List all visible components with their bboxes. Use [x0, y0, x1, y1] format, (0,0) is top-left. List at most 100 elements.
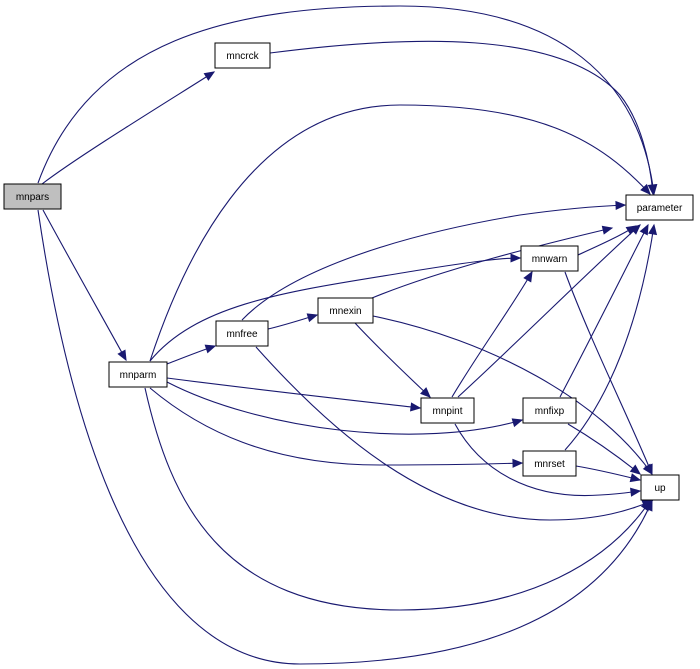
node-mnparm[interactable]: mnparm	[108, 361, 168, 388]
node-label: up	[654, 483, 666, 494]
edge-line	[144, 387, 651, 611]
edge-line	[166, 377, 421, 409]
arrowhead	[523, 270, 533, 283]
edge-mnparm-to-mnfree	[166, 344, 217, 365]
node-box[interactable]	[625, 194, 694, 221]
node-box[interactable]	[3, 183, 62, 210]
node-box[interactable]	[108, 361, 168, 388]
node-box[interactable]	[520, 245, 579, 272]
edge-mnfixp-to-up	[567, 423, 642, 475]
edge-line	[149, 104, 651, 362]
node-mnfree[interactable]: mnfree	[215, 320, 269, 347]
arrowhead	[629, 473, 642, 483]
edge-line	[241, 204, 626, 321]
node-box[interactable]	[317, 297, 374, 324]
node-mnpars[interactable]: mnpars	[3, 183, 62, 210]
edge-mncrck-to-parameter	[269, 40, 657, 196]
node-label: mnpint	[432, 406, 462, 417]
arrowhead	[644, 463, 653, 476]
edge-line	[37, 209, 653, 665]
edge-mnexin-to-mnpint	[354, 322, 431, 398]
nodes-layer: mnpars mncrck parameter mnparm mnfree mnexin m…	[3, 42, 694, 501]
edge-mnpint-to-mnwarn	[451, 270, 533, 398]
edge-line	[41, 71, 215, 185]
edge-mnparm-to-mnrset	[149, 387, 524, 468]
node-up[interactable]: up	[640, 474, 680, 501]
edge-line	[255, 346, 653, 521]
node-label: mnfree	[226, 329, 258, 340]
edge-line	[457, 224, 641, 398]
edge-line	[451, 271, 533, 398]
node-label: mnwarn	[532, 254, 568, 265]
node-box[interactable]	[640, 474, 680, 501]
edges-layer	[37, 5, 658, 665]
node-box[interactable]	[214, 42, 271, 69]
node-label: mnexin	[329, 306, 361, 317]
arrowhead	[410, 402, 422, 412]
arrowhead	[629, 464, 642, 475]
edge-mnexin-to-parameter	[371, 225, 614, 299]
arrowhead	[629, 224, 641, 235]
node-label: mnfixp	[535, 406, 565, 417]
edge-mnexin-to-up	[372, 315, 653, 476]
edge-mnparm-to-mnpint	[166, 377, 422, 412]
node-box[interactable]	[215, 320, 269, 347]
node-mncrck[interactable]: mncrck	[214, 42, 271, 69]
edge-mnrset-to-up	[575, 465, 642, 483]
edge-mnparm-to-parameter	[149, 104, 651, 362]
edge-line	[149, 257, 521, 362]
arrowhead	[630, 487, 642, 497]
node-mnrset[interactable]: mnrset	[522, 450, 577, 477]
arrowhead	[510, 253, 522, 263]
node-mnwarn[interactable]: mnwarn	[520, 245, 579, 272]
node-mnpint[interactable]: mnpint	[420, 397, 475, 424]
edge-line	[149, 387, 523, 466]
arrowhead	[641, 500, 654, 509]
node-mnfixp[interactable]: mnfixp	[522, 397, 577, 424]
node-label: mncrck	[226, 51, 259, 62]
edge-line	[372, 315, 653, 475]
arrowhead	[647, 184, 657, 196]
node-label: parameter	[637, 203, 683, 214]
arrowhead	[615, 200, 627, 210]
arrowhead	[420, 387, 431, 398]
edge-line	[575, 465, 641, 481]
edge-mnfree-to-mnexin	[267, 313, 319, 330]
node-box[interactable]	[522, 450, 577, 477]
edge-line	[42, 209, 127, 361]
arrowhead	[203, 71, 216, 81]
edge-mnrset-to-parameter	[564, 223, 658, 451]
arrowhead	[640, 183, 651, 195]
arrowhead	[306, 313, 319, 323]
arrowhead	[648, 223, 658, 236]
arrowhead	[511, 418, 524, 428]
arrowhead	[117, 349, 127, 362]
edge-mnpint-to-parameter	[457, 224, 641, 398]
edge-mnfixp-to-parameter	[559, 223, 649, 398]
arrowhead	[204, 344, 217, 354]
arrowhead	[601, 225, 614, 235]
node-label: mnpars	[16, 192, 49, 203]
edge-mnfree-to-parameter	[241, 200, 627, 321]
arrowhead	[512, 458, 524, 468]
node-box[interactable]	[420, 397, 475, 424]
edge-mnpars-to-mncrck	[41, 71, 216, 185]
edge-mnpars-to-up	[37, 209, 653, 665]
node-label: mnrset	[534, 459, 565, 470]
edge-line	[37, 5, 655, 195]
edge-line	[354, 322, 431, 398]
node-parameter[interactable]: parameter	[625, 194, 694, 221]
node-mnexin[interactable]: mnexin	[317, 297, 374, 324]
node-box[interactable]	[522, 397, 577, 424]
edge-line	[564, 271, 653, 475]
edge-mnpars-to-mnparm	[42, 209, 127, 362]
edge-line	[559, 224, 649, 398]
edge-mnfree-to-up	[255, 346, 654, 521]
edge-mnwarn-to-up	[564, 271, 653, 476]
edge-line	[371, 227, 613, 299]
edge-line	[564, 224, 655, 451]
edge-mnpars-to-parameter	[37, 5, 658, 196]
arrowhead	[639, 223, 649, 236]
node-label: mnparm	[120, 370, 157, 381]
